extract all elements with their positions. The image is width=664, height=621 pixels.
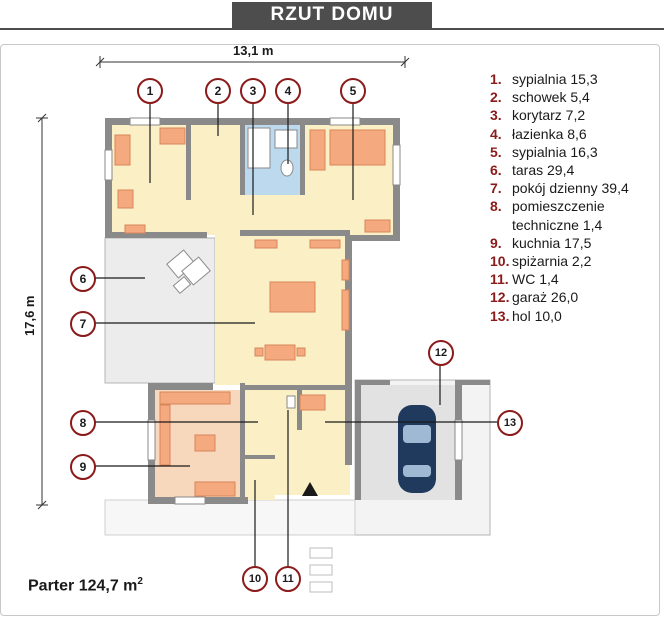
marker-12: 12 — [428, 340, 454, 366]
path-area — [104, 499, 356, 536]
legend-text: łazienka 8,6 — [512, 125, 587, 142]
marker-6: 6 — [70, 266, 96, 292]
legend-item: 2. schowek 5,4 — [490, 88, 660, 106]
depth-dimension-label: 17,6 m — [22, 295, 37, 336]
legend-num: 12. — [490, 289, 510, 306]
legend-num: 10. — [490, 253, 510, 270]
floor-area-label: Parter 124,7 m — [28, 577, 138, 595]
room-legend: 1. sypialnia 15,3 2. schowek 5,4 3. korytar… — [490, 70, 660, 325]
legend-num: 3. — [490, 107, 502, 124]
legend-item: 1. sypialnia 15,3 — [490, 70, 660, 88]
marker-5: 5 — [340, 78, 366, 104]
step-2 — [309, 564, 333, 576]
legend-text: pomieszczenie techniczne 1,4 — [512, 198, 605, 233]
legend-num: 8. — [490, 198, 502, 215]
legend-text: garaż 26,0 — [512, 289, 579, 306]
marker-1: 1 — [137, 78, 163, 104]
marker-1-label: 1 — [146, 84, 154, 98]
floor-area-unit-sup: 2 — [137, 576, 143, 587]
legend-text: kuchnia 17,5 — [512, 234, 592, 251]
marker-8: 8 — [70, 410, 96, 436]
legend-num: 4. — [490, 125, 502, 142]
legend-num: 1. — [490, 71, 502, 87]
legend-item: 4. łazienka 8,6 — [490, 125, 660, 143]
marker-12-label: 12 — [434, 347, 448, 359]
width-dimension-label: 13,1 m — [233, 43, 274, 58]
marker-5-label: 5 — [349, 84, 357, 98]
legend-text: schowek 5,4 — [512, 89, 590, 106]
legend-text: sypialnia 15,3 — [512, 71, 598, 87]
floor-area-caption: Parter 124,7 m2 — [28, 576, 143, 595]
room-pantry — [245, 460, 275, 500]
width-dimension-line — [95, 56, 410, 68]
header-rule — [0, 28, 664, 30]
legend-text: hol 10,0 — [512, 307, 562, 324]
marker-7: 7 — [70, 311, 96, 337]
marker-4: 4 — [275, 78, 301, 104]
marker-11: 11 — [275, 566, 301, 592]
legend-text: spiżarnia 2,2 — [512, 253, 592, 270]
plan-frame — [0, 44, 660, 616]
marker-4-label: 4 — [284, 84, 292, 98]
step-3 — [309, 581, 333, 593]
marker-6-label: 6 — [79, 272, 87, 286]
legend-num: 11. — [490, 271, 509, 288]
step-1 — [309, 547, 333, 559]
marker-2-label: 2 — [214, 84, 222, 98]
marker-7-label: 7 — [79, 317, 87, 331]
legend-text: pokój dzienny 39,4 — [512, 180, 629, 197]
legend-item: 9. kuchnia 17,5 — [490, 234, 660, 252]
marker-3-label: 3 — [249, 84, 257, 98]
legend-item: 10.spiżarnia 2,2 — [490, 252, 660, 270]
entrance-arrow — [302, 482, 318, 496]
marker-9: 9 — [70, 454, 96, 480]
car — [398, 405, 436, 493]
marker-13-label: 13 — [503, 417, 517, 429]
legend-item: 8. pomieszczenie techniczne 1,4 — [490, 197, 660, 233]
legend-item: 6. taras 29,4 — [490, 161, 660, 179]
marker-3: 3 — [240, 78, 266, 104]
terrace-furniture — [166, 249, 211, 295]
room-storage — [190, 125, 240, 200]
marker-2: 2 — [205, 78, 231, 104]
legend-item: 12.garaż 26,0 — [490, 288, 660, 306]
page-title: RZUT DOMU — [232, 2, 432, 28]
legend-item: 7. pokój dzienny 39,4 — [490, 179, 660, 197]
legend-num: 2. — [490, 89, 502, 106]
legend-num: 6. — [490, 162, 502, 179]
legend-item: 13.hol 10,0 — [490, 307, 660, 325]
legend-num: 13. — [490, 307, 510, 324]
legend-text: taras 29,4 — [512, 162, 575, 179]
legend-num: 9. — [490, 234, 502, 251]
legend-text: korytarz 7,2 — [512, 107, 586, 124]
marker-9-label: 9 — [79, 460, 87, 474]
legend-text: WC 1,4 — [512, 271, 559, 288]
windows — [104, 117, 463, 505]
marker-11-label: 11 — [282, 573, 294, 585]
legend-item: 11.WC 1,4 — [490, 270, 660, 288]
marker-13: 13 — [497, 410, 523, 436]
furniture — [114, 127, 391, 497]
marker-8-label: 8 — [79, 416, 87, 430]
header-bar: RZUT DOMU — [0, 0, 664, 30]
legend-num: 5. — [490, 143, 502, 160]
marker-10-label: 10 — [248, 573, 262, 585]
marker-10: 10 — [242, 566, 268, 592]
depth-dimension-line — [36, 113, 48, 510]
legend-item: 5. sypialnia 16,3 — [490, 143, 660, 161]
leader-lines — [95, 100, 497, 566]
legend-item: 3. korytarz 7,2 — [490, 106, 660, 124]
legend-num: 7. — [490, 180, 502, 197]
legend-text: sypialnia 16,3 — [512, 143, 598, 160]
